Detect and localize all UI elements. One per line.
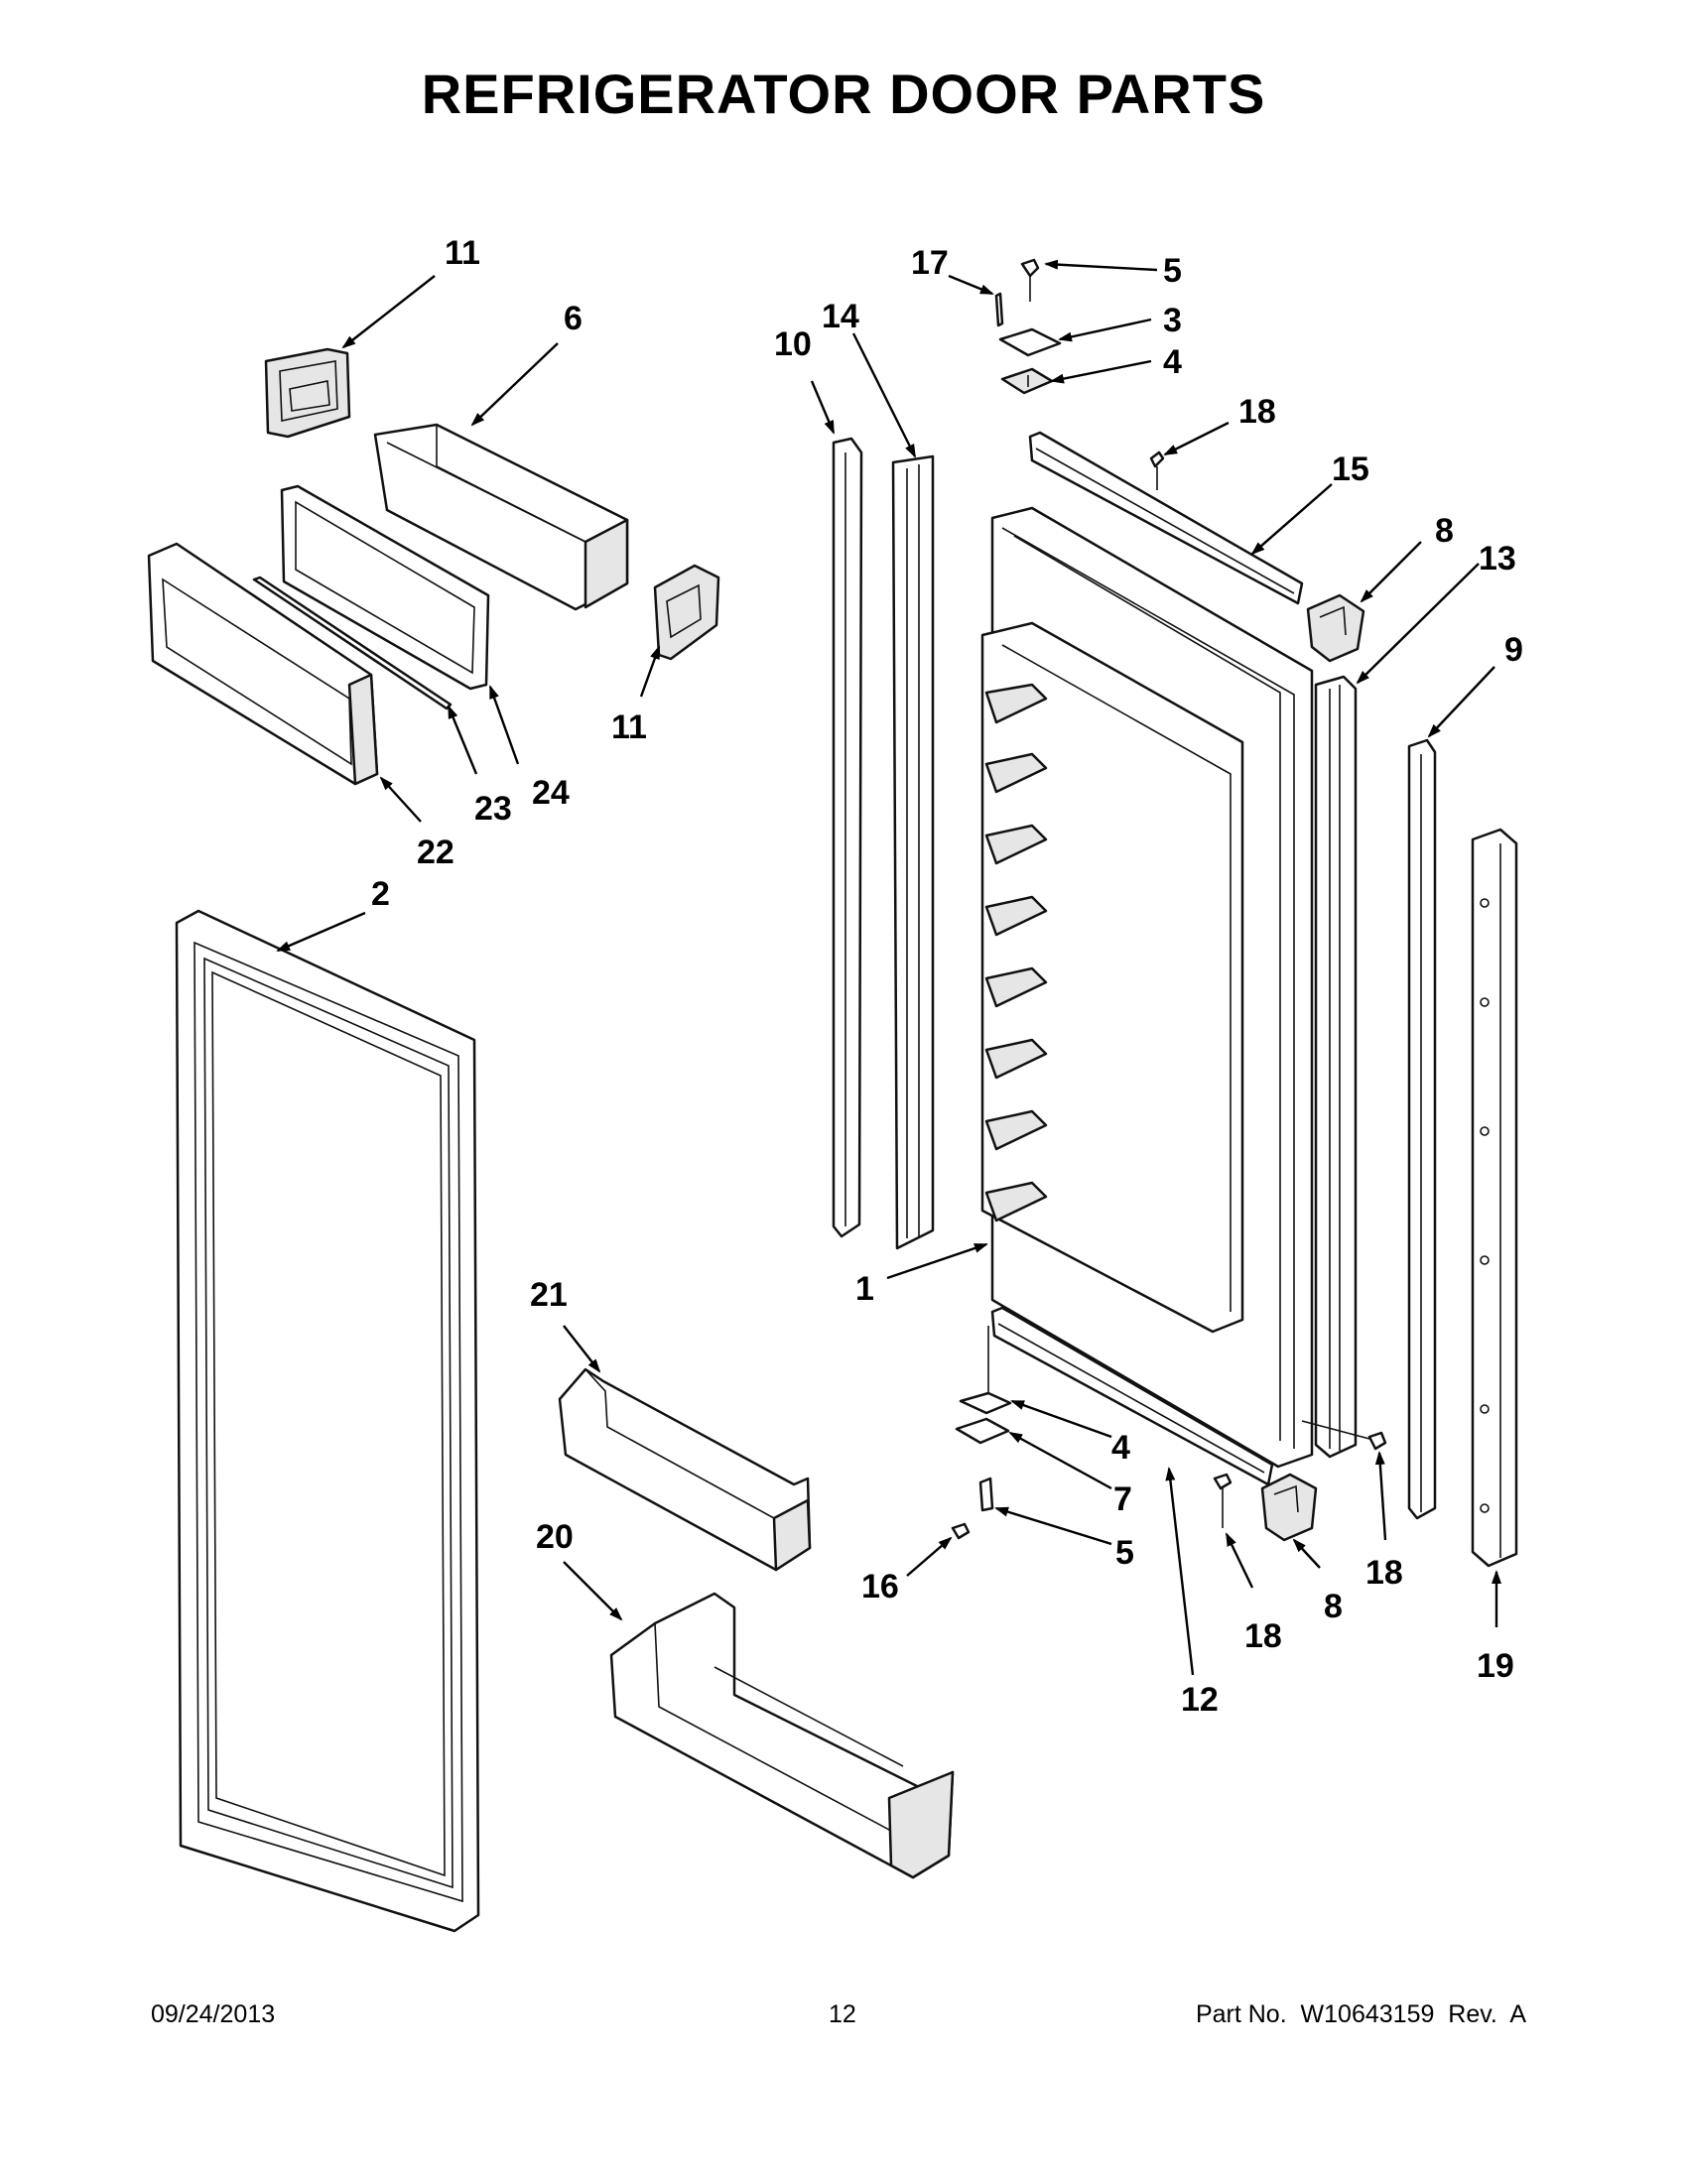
door-seal-strip-right (1407, 738, 1437, 1520)
callout-16: 16 (861, 1568, 899, 1606)
callout-5: 5 (1163, 252, 1182, 290)
callout-10: 10 (774, 325, 812, 363)
footer-date: 09/24/2013 (151, 2000, 276, 2028)
callout-1: 1 (855, 1270, 874, 1308)
refrigerator-door-liner (980, 506, 1314, 1469)
callout-24: 24 (532, 774, 570, 812)
footer-part-number: Part No. W10643159 Rev. A (1195, 2000, 1526, 2028)
callout-2: 2 (371, 875, 390, 913)
callout-22: 22 (417, 834, 454, 871)
callout-4: 4 (1163, 343, 1182, 381)
callout-7: 7 (1113, 1480, 1132, 1518)
callout-20: 20 (536, 1518, 574, 1556)
dispenser-cover-bracket-side (653, 564, 720, 661)
door-channel-right (1314, 675, 1358, 1459)
callout-6: 6 (564, 300, 583, 337)
door-seal-strip-left (832, 437, 863, 1238)
callout-18: 18 (1238, 393, 1276, 431)
callout-11: 11 (445, 234, 480, 272)
callout-12: 12 (1181, 1681, 1219, 1719)
top-hinge-hardware (994, 258, 1165, 490)
callout-17: 17 (911, 244, 949, 282)
top-trim-strip (1028, 431, 1304, 605)
drawer-front-panel (147, 542, 379, 786)
bottom-hinge-hardware (951, 1326, 1387, 1540)
dispenser-cover-bracket-top (264, 347, 351, 439)
door-bin-small (558, 1367, 812, 1572)
callout-13: 13 (1479, 540, 1516, 578)
callout-19: 19 (1477, 1647, 1514, 1685)
callout-leader-lines (276, 259, 1501, 1676)
callout-8: 8 (1324, 1588, 1343, 1625)
callout-15: 15 (1332, 450, 1369, 488)
drawer-trim-strip (252, 576, 453, 710)
callout-18: 18 (1365, 1554, 1403, 1592)
door-handle-trim (1471, 828, 1518, 1568)
callout-9: 9 (1504, 631, 1523, 669)
door-bin-large (609, 1592, 955, 1879)
drawer-housing (373, 423, 629, 611)
callout-21: 21 (530, 1276, 568, 1314)
callout-3: 3 (1163, 302, 1182, 339)
footer-page-number: 12 (829, 2000, 856, 2028)
callout-5: 5 (1115, 1534, 1134, 1572)
drawer-frame (280, 484, 490, 691)
callout-23: 23 (474, 790, 512, 828)
callout-18: 18 (1244, 1617, 1282, 1655)
callout-numbers: 11 6 11 24 23 22 2 10 14 17 5 3 4 18 15 … (371, 234, 1523, 1719)
callout-8: 8 (1435, 512, 1454, 550)
door-gasket (175, 909, 480, 1933)
door-stop-bottom (1260, 1473, 1318, 1542)
door-stop-top (1306, 593, 1365, 663)
callout-4: 4 (1111, 1429, 1130, 1467)
door-bin-supports (984, 683, 1048, 1222)
callout-11: 11 (611, 708, 647, 746)
page-title: REFRIGERATOR DOOR PARTS (421, 63, 1266, 125)
door-channel-left (891, 454, 935, 1250)
callout-14: 14 (822, 298, 859, 335)
bottom-trim-strip (990, 1306, 1274, 1486)
